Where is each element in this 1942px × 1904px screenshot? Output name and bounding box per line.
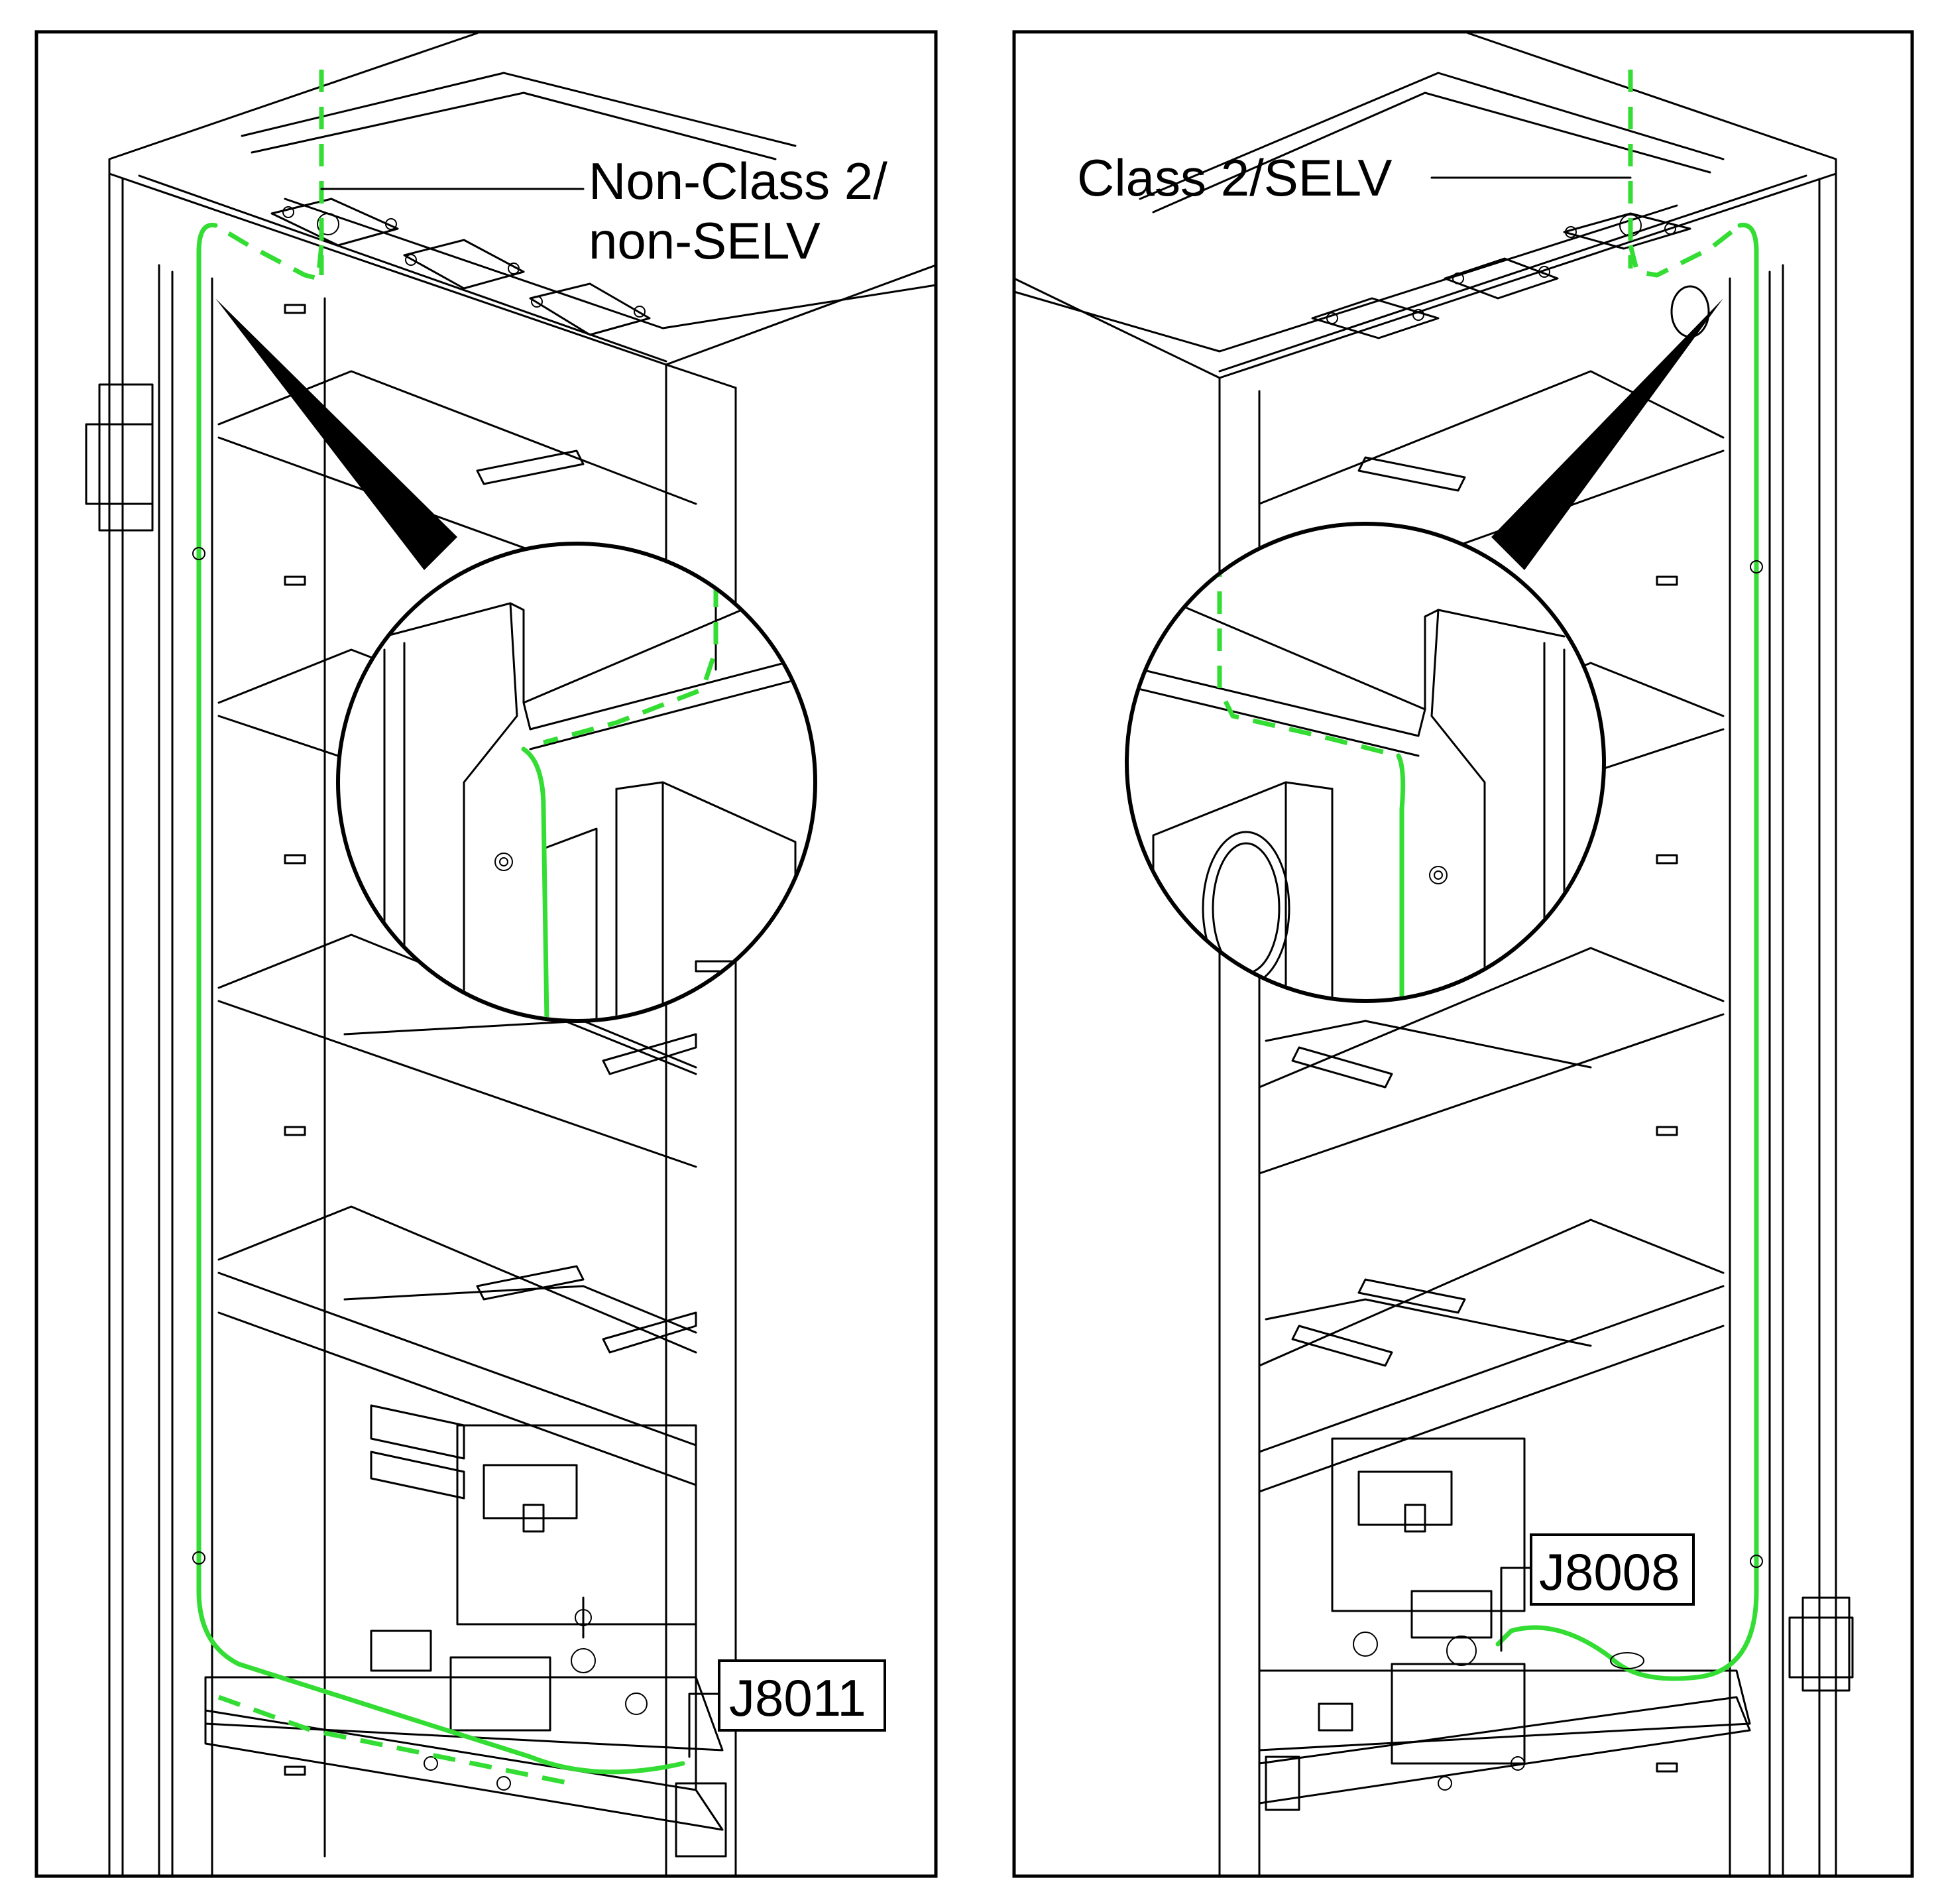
left-detail-view — [336, 542, 817, 1023]
right-cabinet-frame — [1670, 172, 1854, 1877]
left-panel: Non-Class 2/ non-SELV — [34, 30, 938, 1878]
left-wire-route — [192, 70, 685, 1786]
left-callout-line2: non-SELV — [589, 211, 821, 270]
right-detail-view — [1125, 522, 1606, 1003]
right-panel-frame — [1012, 30, 1914, 1878]
right-wire-route — [1495, 70, 1763, 1681]
left-cabinet-frame — [85, 172, 326, 1877]
right-panel: Class 2/SELV — [1012, 30, 1914, 1878]
right-connector-label: J8008 — [1539, 1543, 1680, 1601]
right-callout-line1: Class 2/SELV — [1077, 149, 1392, 207]
right-callout: Class 2/SELV — [1077, 149, 1632, 207]
right-pcb-assembly — [1258, 1437, 1751, 1811]
left-callout: Non-Class 2/ non-SELV — [320, 152, 887, 270]
left-pcb-assembly — [204, 1404, 727, 1858]
left-callout-line1: Non-Class 2/ — [589, 152, 887, 210]
left-connector-callout: J8011 — [688, 1659, 886, 1758]
right-zoom-pointer — [1491, 298, 1723, 570]
right-connector-callout: J8008 — [1500, 1533, 1695, 1652]
left-panel-frame — [34, 30, 938, 1878]
left-zoom-pointer — [215, 298, 457, 570]
left-connector-label: J8011 — [729, 1669, 866, 1727]
